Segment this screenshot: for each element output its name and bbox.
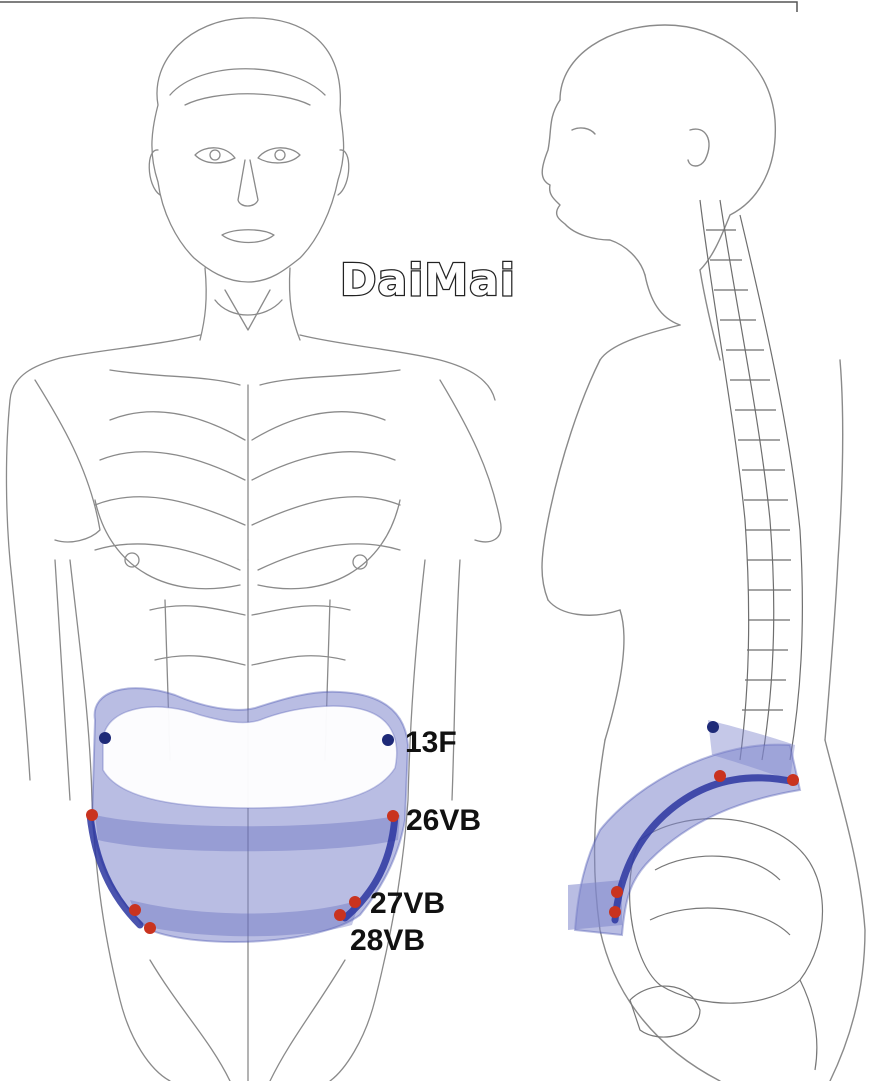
front-belt-inner	[103, 706, 397, 808]
point-27vb-left	[129, 904, 141, 916]
point-26vb-right	[387, 810, 399, 822]
point-13f-left	[99, 732, 111, 744]
point-26vb-left	[86, 809, 98, 821]
label-26vb: 26VB	[406, 804, 481, 837]
side-point-13f	[707, 721, 719, 733]
point-28vb-right	[334, 909, 346, 921]
pelvis-organs	[630, 819, 823, 1070]
point-13f-right	[382, 734, 394, 746]
label-28vb: 28VB	[350, 924, 425, 957]
spine	[700, 200, 802, 760]
side-point-back	[787, 774, 799, 786]
label-27vb: 27VB	[370, 887, 445, 920]
side-point-27vb	[611, 886, 623, 898]
side-point-28vb	[609, 906, 621, 918]
point-28vb-left	[144, 922, 156, 934]
label-13f: 13F	[405, 726, 457, 759]
top-frame-line	[0, 2, 797, 12]
side-point-26vb	[714, 770, 726, 782]
point-27vb-right	[349, 896, 361, 908]
diagram-title: DaiMai	[340, 255, 516, 306]
